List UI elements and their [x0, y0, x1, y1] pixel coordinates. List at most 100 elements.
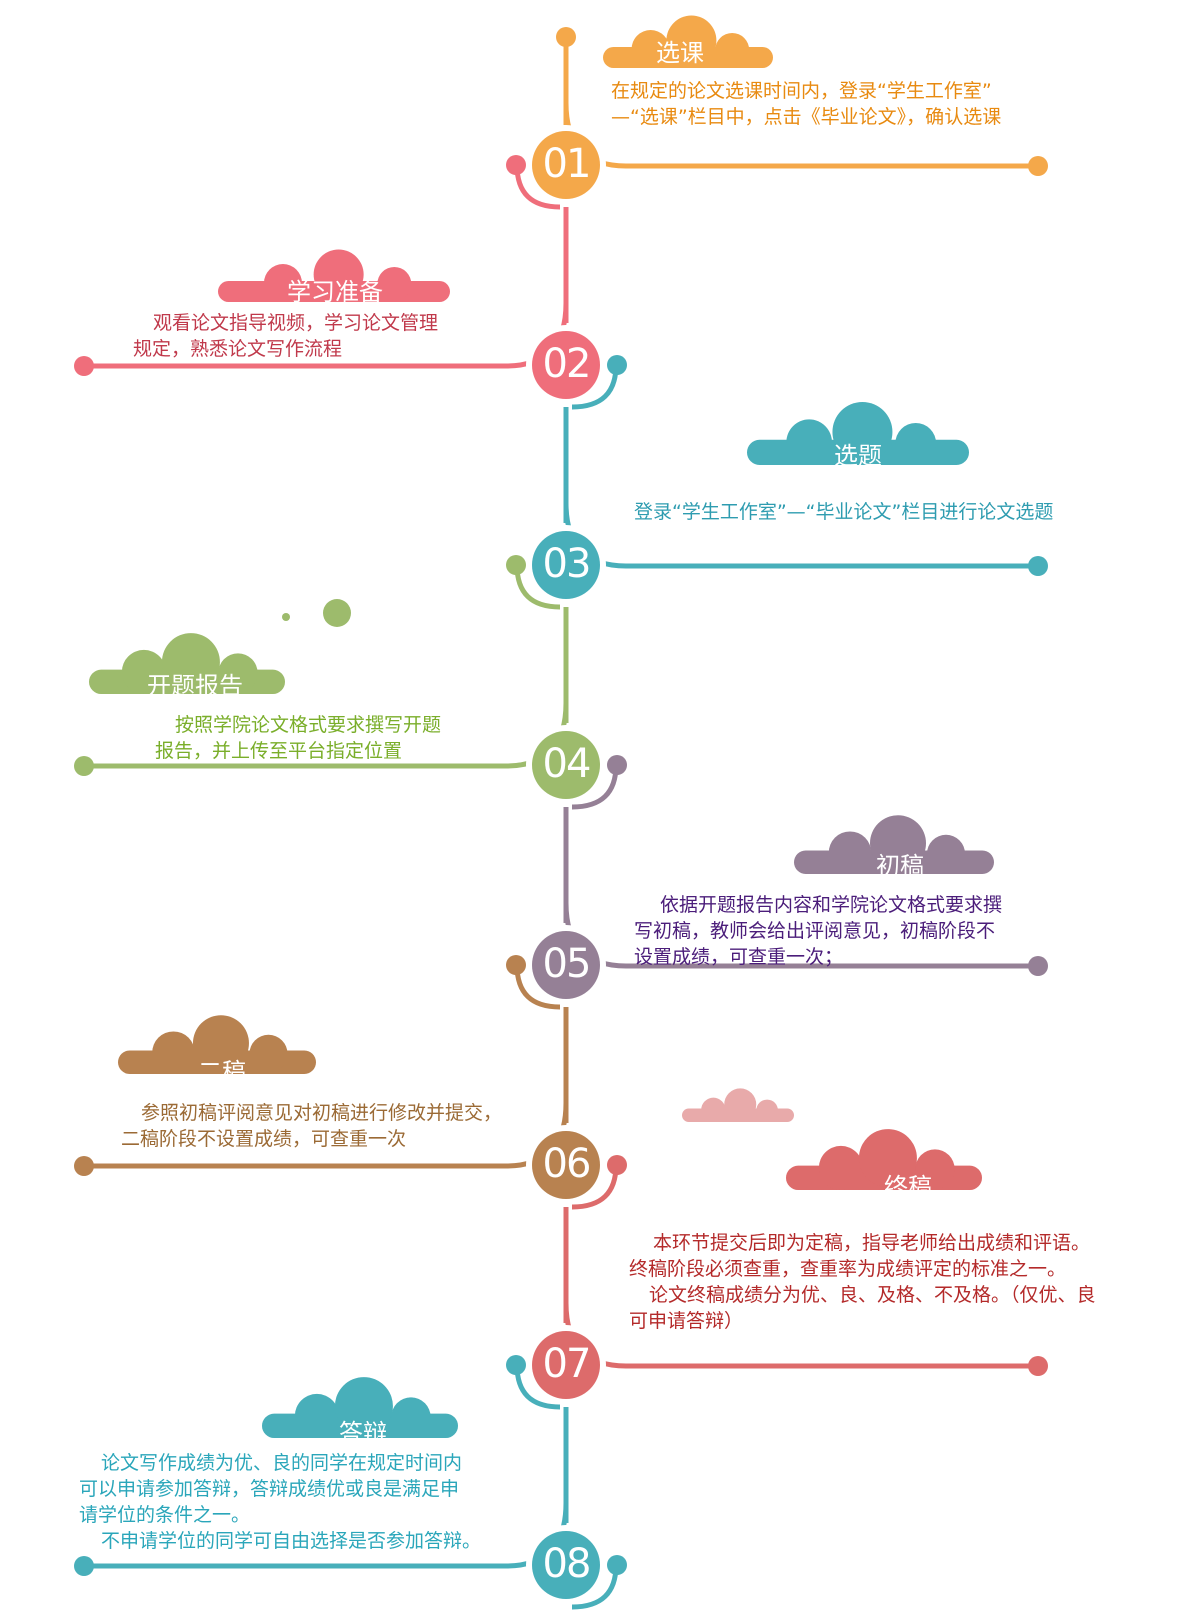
cloud-05-puff-left [828, 831, 872, 874]
step-title-07: 终稿 [884, 1173, 932, 1201]
step-desc-06-line-1: 参照初稿评阅意见对初稿进行修改并提交， [141, 1102, 503, 1124]
branch-curl-dot-03 [506, 555, 526, 575]
cloud-06-puff-center [192, 1015, 249, 1072]
step-desc-01-line-2: —“选课”栏目中，点击《毕业论文》，确认选课 [611, 106, 1002, 128]
step-title-02: 学习准备 [287, 278, 383, 306]
step-desc-07-line-2: 终稿阶段必须查重，查重率为成绩评定的标准之一。 [629, 1258, 1067, 1280]
step-desc-04-line-2: 报告，并上传至平台指定位置 [155, 740, 403, 762]
cloud-02-puff-center [313, 249, 364, 300]
step-number-05: 05 [542, 941, 592, 987]
cloud-01-puff-right [715, 33, 750, 67]
step-desc-08-line-3: 请学位的条件之一。 [79, 1504, 251, 1526]
branch-curl-dot-08 [607, 1555, 627, 1575]
step-title-05: 初稿 [876, 852, 924, 880]
cloud-extra-puff-right [756, 1099, 778, 1122]
branch-end-dot-02 [74, 356, 94, 376]
branch-end-dot-01 [1028, 156, 1048, 176]
step-circle-08 [532, 1531, 600, 1599]
branch-curl-dot-01 [506, 155, 526, 175]
step-circle-03 [532, 531, 600, 599]
step-desc-03-line-1: 登录“学生工作室”—“毕业论文”栏目进行论文选题 [634, 501, 1054, 523]
branch-end-dot-03 [1028, 556, 1048, 576]
cloud-02-puff-left [263, 264, 302, 302]
cloud-extra-puff-left [701, 1097, 726, 1122]
step-desc-08: 论文写作成绩为优、良的同学在规定时间内 可以申请参加答辩，答辩成绩优或良是满足申… [79, 1450, 481, 1554]
cloud-02 [216, 249, 452, 306]
cloud-01-puff-center [666, 15, 717, 66]
branch-end-dot-08 [74, 1556, 94, 1576]
step-desc-04: 按照学院论文格式要求撰写开题 报告，并上传至平台指定位置 [155, 712, 441, 764]
step-desc-02-line-2: 规定，熟悉论文写作流程 [133, 338, 343, 360]
step-circle-07 [532, 1331, 600, 1399]
step-circle-05 [532, 931, 600, 999]
step-desc-05-line-3: 设置成绩，可查重一次； [634, 946, 844, 968]
step-desc-05-line-1: 依据开题报告内容和学院论文格式要求撰 [660, 894, 1003, 916]
branch-curl-dot-06 [607, 1155, 627, 1175]
cloud-05-puff-center [870, 815, 926, 872]
step-desc-07-line-3: 论文终稿成绩分为优、良、及格、不及格。（仅优、良 [649, 1284, 1096, 1306]
step-title-08: 答辩 [339, 1419, 387, 1447]
step-desc-06-line-2: 二稿阶段不设置成绩，可查重一次 [121, 1128, 407, 1150]
step-circle-04 [532, 731, 600, 799]
cloud-07-puff-left [818, 1145, 863, 1190]
step-desc-01: 在规定的论文选课时间内，登录“学生工作室” —“选课”栏目中，点击《毕业论文》，… [611, 78, 1001, 130]
cloud-08-puff-right [391, 1397, 431, 1437]
step-desc-06: 参照初稿评阅意见对初稿进行修改并提交， 二稿阶段不设置成绩，可查重一次 [121, 1100, 502, 1152]
step-desc-03: 登录“学生工作室”—“毕业论文”栏目进行论文选题 [634, 499, 1053, 525]
cloud-06-cut [116, 1074, 318, 1078]
cloud-02-cut [216, 302, 452, 306]
step-number-06: 06 [542, 1141, 592, 1187]
step-desc-04-line-1: 按照学院论文格式要求撰写开题 [175, 714, 442, 736]
step-desc-08-line-4: 不申请学位的同学可自由选择是否参加答辩。 [101, 1530, 482, 1552]
step-number-02: 02 [542, 341, 592, 387]
cloud-07-cut [784, 1190, 984, 1194]
cloud-03-puff-center [832, 402, 893, 462]
cloud-08 [260, 1377, 460, 1442]
step-desc-08-line-1: 论文写作成绩为优、良的同学在规定时间内 [101, 1452, 463, 1474]
step-circle-01 [532, 131, 600, 199]
cloud-03-puff-right [895, 423, 937, 464]
decorations [282, 599, 351, 627]
cloud-01 [601, 15, 775, 72]
step-number-01: 01 [542, 141, 592, 187]
cloud-04-puff-left [121, 649, 166, 695]
branch-curl-dot-02 [607, 355, 627, 375]
step-title-06: 二稿 [198, 1058, 246, 1086]
branch-curl-dot-05 [506, 955, 526, 975]
step-desc-01-line-1: 在规定的论文选课时间内，登录“学生工作室” [611, 80, 992, 102]
step-desc-02-line-1: 观看论文指导视频，学习论文管理 [153, 312, 439, 334]
cloud-08-cut [260, 1438, 460, 1442]
title-clouds [87, 15, 996, 1442]
step-desc-05: 依据开题报告内容和学院论文格式要求撰 写初稿，教师会给出评阅意见，初稿阶段不 设… [634, 892, 1002, 970]
branch-curl-dot-07 [506, 1355, 526, 1375]
step-desc-07: 本环节提交后即为定稿，指导老师给出成绩和评语。 终稿阶段必须查重，查重率为成绩评… [629, 1230, 1096, 1334]
step-number-04: 04 [542, 741, 592, 787]
step-title-01: 选课 [656, 39, 704, 67]
deco-dot-small [282, 613, 290, 621]
cloud-extra-cut [680, 1122, 796, 1126]
step-number-03: 03 [542, 541, 592, 587]
cloud-03-cut [745, 465, 971, 469]
cloud-04-cut [87, 694, 287, 698]
cloud-01-cut [601, 68, 775, 72]
cloud-06-puff-left [152, 1031, 195, 1074]
cloud-04 [87, 633, 287, 698]
cloud-05-cut [792, 874, 996, 878]
deco-dot-large [323, 599, 351, 627]
cloud-07-puff-right [915, 1149, 955, 1189]
branch-curl-dot-04 [607, 755, 627, 775]
cloud-extra-puff-center [724, 1088, 757, 1121]
step-circle-02 [532, 331, 600, 399]
branch-end-dot-04 [74, 756, 94, 776]
step-number-07: 07 [542, 1341, 592, 1387]
top-stub-dot [556, 27, 576, 47]
step-desc-05-line-2: 写初稿，教师会给出评阅意见，初稿阶段不 [634, 920, 996, 942]
branch-end-dot-05 [1028, 956, 1048, 976]
step-circles [526, 125, 606, 1605]
step-desc-02: 观看论文指导视频，学习论文管理 规定，熟悉论文写作流程 [133, 310, 438, 362]
step-desc-08-line-2: 可以申请参加答辩，答辩成绩优或良是满足申 [79, 1478, 460, 1500]
cloud-08-puff-center [334, 1377, 393, 1436]
step-title-04: 开题报告 [147, 672, 243, 700]
step-title-03: 选题 [834, 442, 882, 470]
